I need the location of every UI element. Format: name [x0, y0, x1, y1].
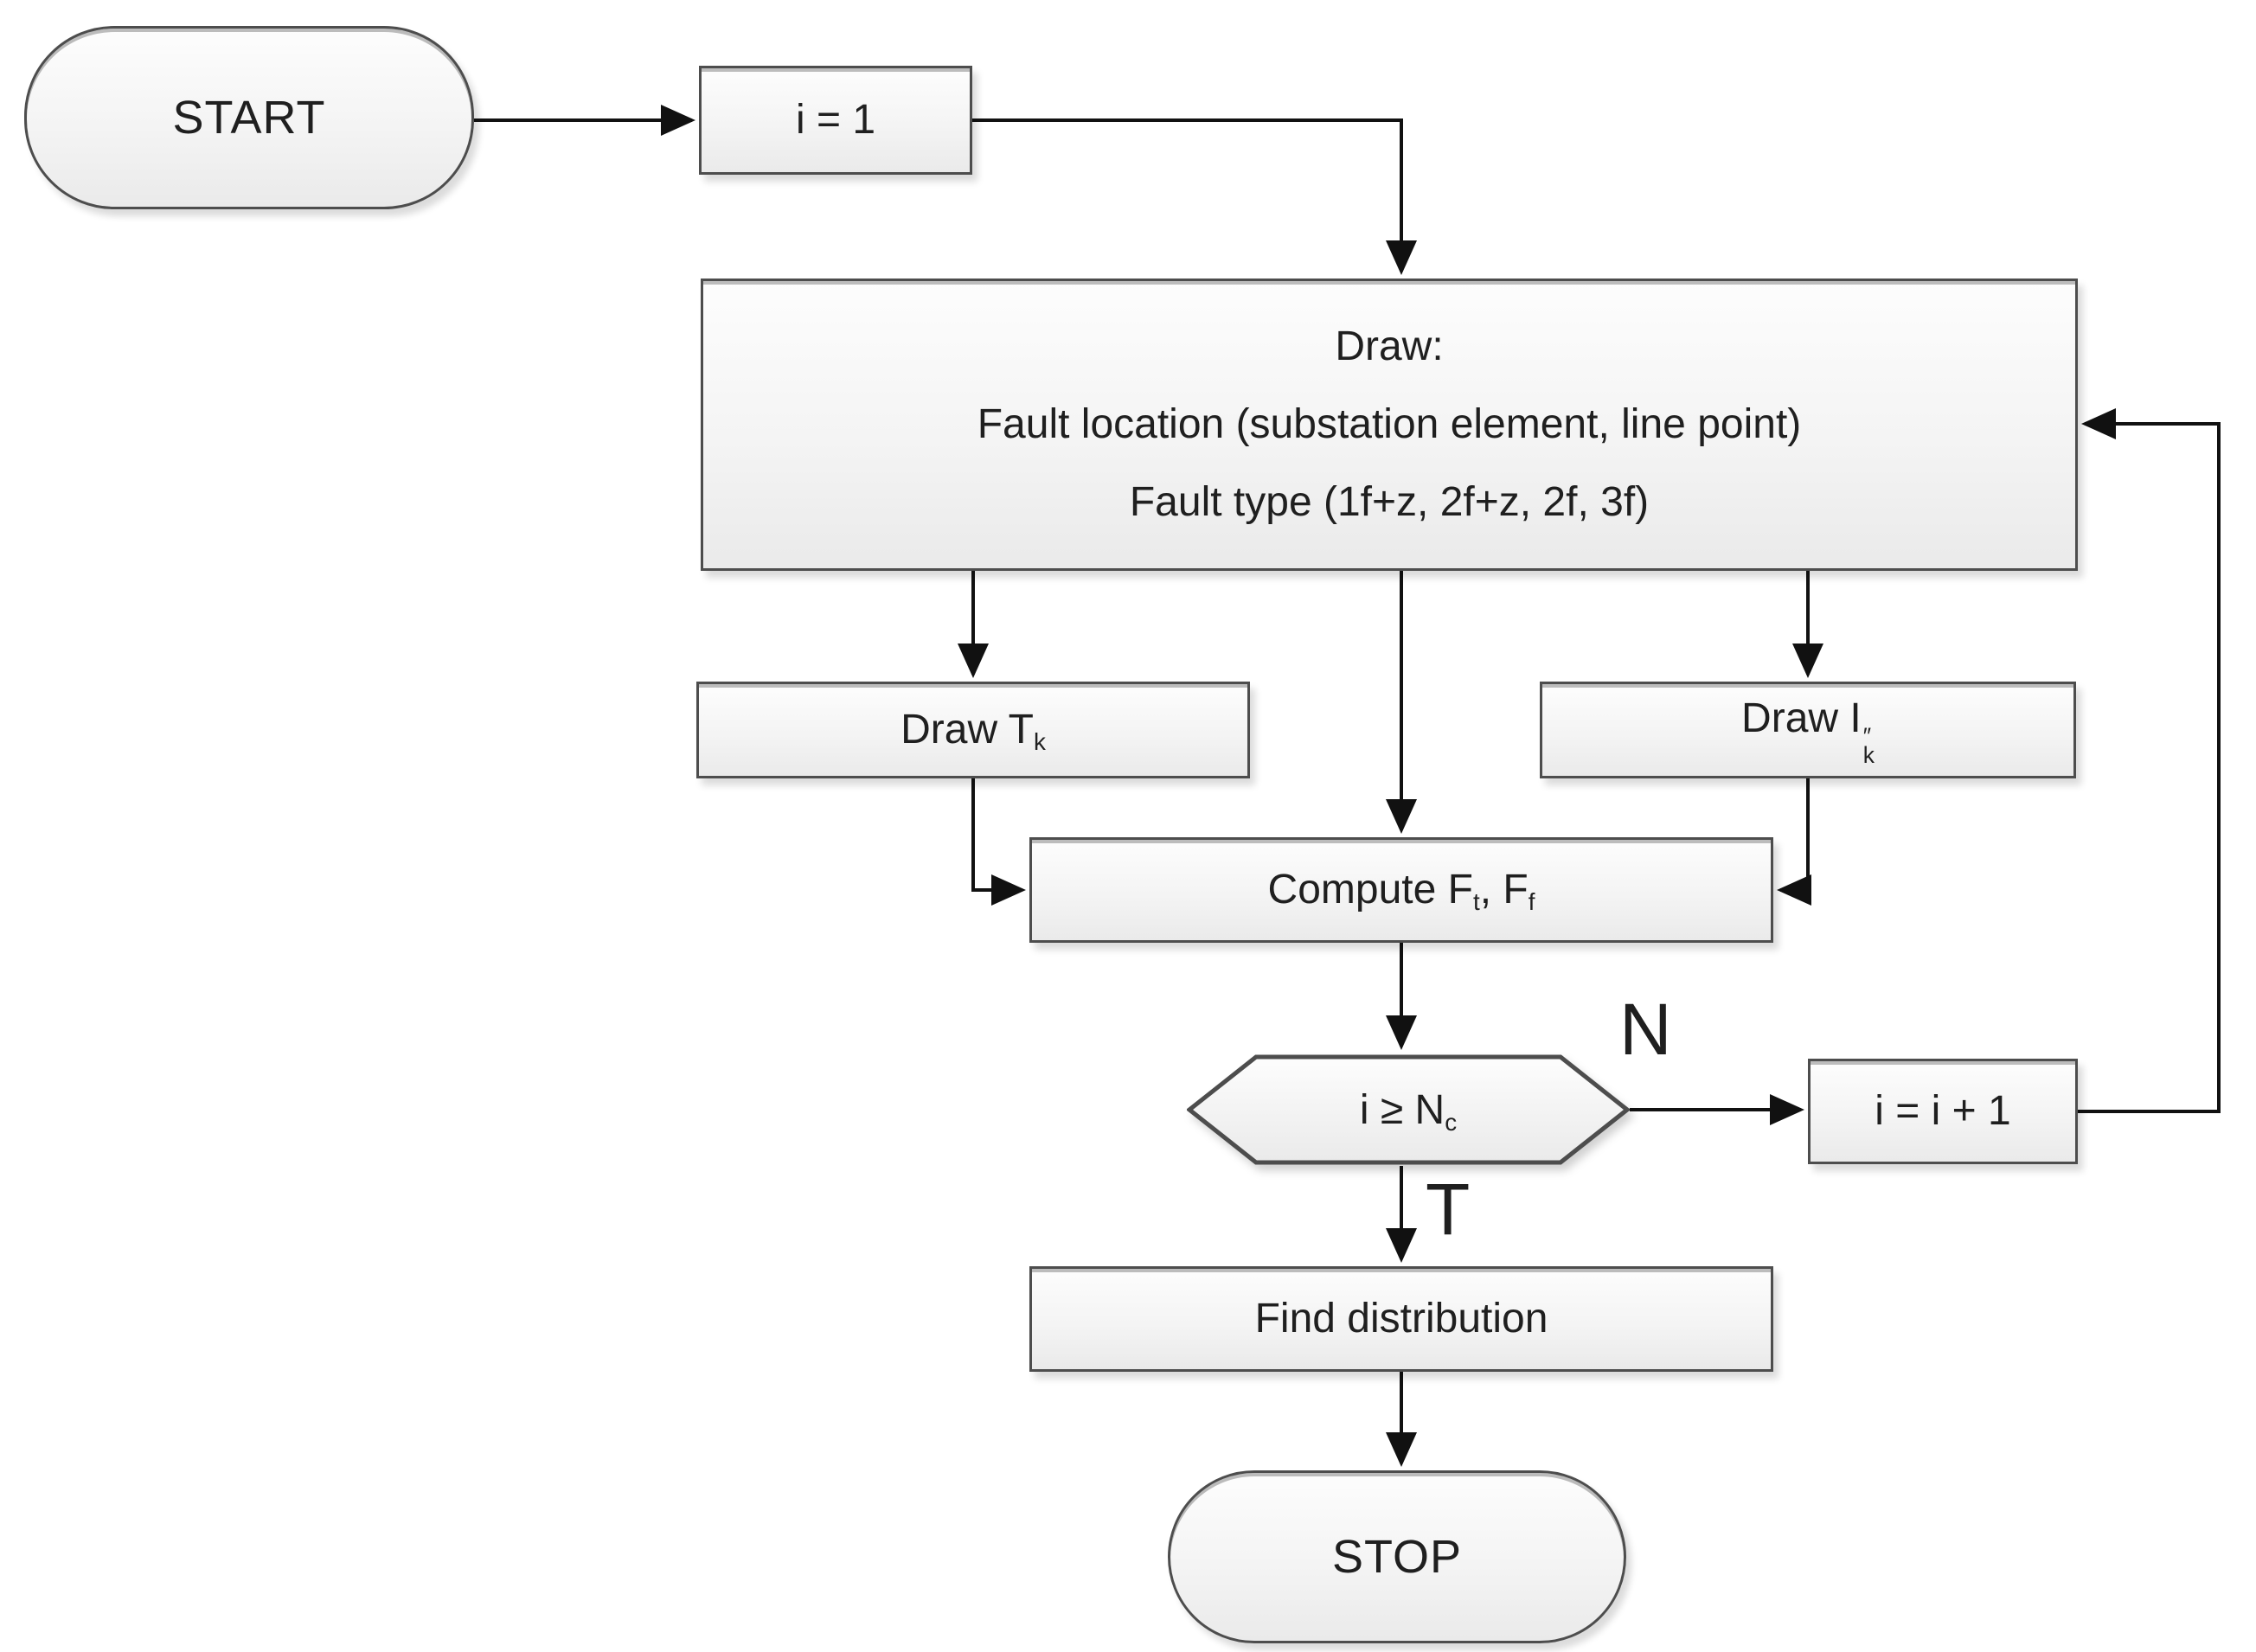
edge-drawik-to-compute	[1777, 778, 1811, 906]
node-draw: Draw: Fault location (substation element…	[701, 279, 2078, 571]
decision-hexagon-shape	[1187, 1054, 1630, 1165]
node-stop: STOP	[1168, 1470, 1626, 1643]
ik-subsup: ″k	[1862, 722, 1875, 769]
draw-line2: Fault location (substation element, line…	[977, 400, 1802, 447]
compute-label: Compute Ft, Ff	[1267, 867, 1535, 916]
draw-line3: Fault type (1f+z, 2f+z, 2f, 3f)	[1129, 479, 1650, 526]
decision-label: i ≥ Nc	[1359, 1086, 1458, 1136]
node-init: i = 1	[699, 66, 972, 175]
draw-tk-label: Draw Tk	[900, 707, 1046, 756]
node-increment: i = i + 1	[1808, 1059, 2078, 1164]
draw-ik-label: Draw I″k	[1741, 695, 1875, 769]
increment-label: i = i + 1	[1875, 1088, 2011, 1135]
edge-increment-loop-to-draw	[2078, 408, 2221, 1113]
node-draw-tk: Draw Tk	[696, 682, 1250, 778]
branch-label-no: N	[1619, 989, 1672, 1070]
branch-label-true: T	[1426, 1169, 1471, 1250]
edge-drawtk-to-compute	[971, 778, 1026, 906]
node-compute: Compute Ft, Ff	[1029, 837, 1773, 943]
node-start: START	[24, 26, 474, 209]
stop-label: STOP	[1331, 1530, 1463, 1583]
node-decision: i ≥ Nc	[1187, 1053, 1630, 1166]
node-draw-ik: Draw I″k	[1540, 682, 2076, 778]
node-find-distribution: Find distribution	[1029, 1266, 1773, 1372]
edge-init-to-draw	[972, 118, 1417, 275]
start-label: START	[172, 91, 326, 144]
draw-line1: Draw:	[1335, 323, 1444, 369]
find-distribution-label: Find distribution	[1254, 1296, 1548, 1342]
init-label: i = 1	[795, 97, 876, 144]
